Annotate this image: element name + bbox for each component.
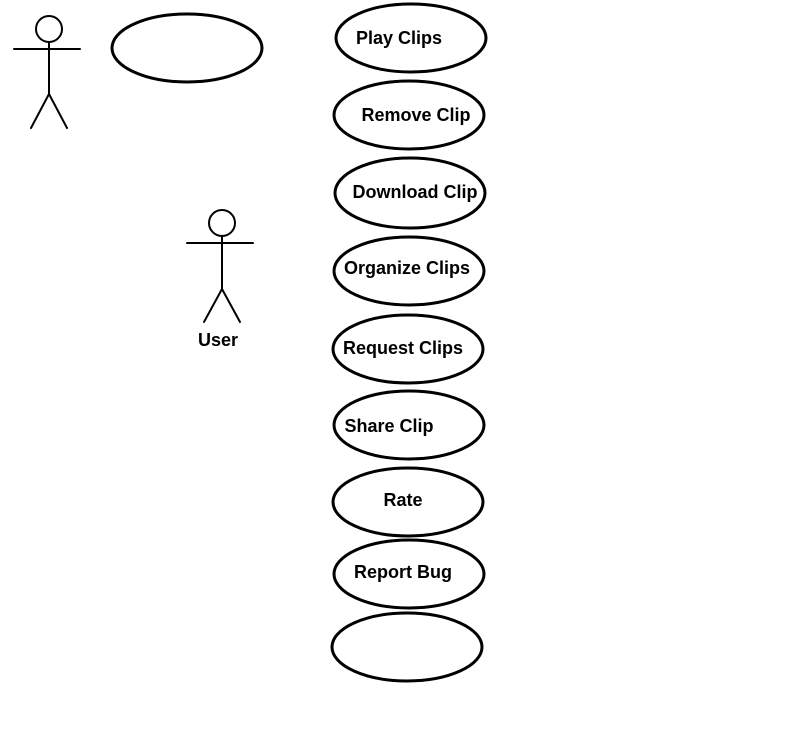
use-case-label: Request Clips: [343, 338, 463, 358]
actor-right-leg: [221, 288, 241, 323]
use-case-ellipse[interactable]: [333, 156, 487, 230]
use-case-label: Organize Clips: [344, 258, 470, 278]
actor-left-leg: [30, 93, 50, 129]
use-case-label: Share Clip: [344, 416, 433, 436]
use-case-ellipse[interactable]: [332, 389, 486, 461]
actor-figure-unlabeled: [13, 15, 81, 129]
use-case-remove-clip[interactable]: Remove Clip: [332, 79, 486, 151]
use-case-label: Download Clip: [353, 182, 478, 202]
use-case-ellipse[interactable]: [332, 79, 486, 151]
actor-label-user: User: [198, 330, 238, 350]
actor-right-leg: [48, 93, 68, 129]
use-case-label: Remove Clip: [361, 105, 470, 125]
use-case-ellipse[interactable]: [110, 12, 264, 84]
use-case-ellipse[interactable]: [332, 538, 486, 610]
use-case-request-clips[interactable]: Request Clips: [331, 313, 485, 385]
actor-left-leg: [203, 288, 223, 323]
use-case-download-clip[interactable]: Download Clip: [333, 156, 487, 230]
use-case-report-bug[interactable]: Report Bug: [332, 538, 486, 610]
use-case-ellipse[interactable]: [330, 611, 484, 683]
use-case-ellipse[interactable]: [332, 235, 486, 307]
use-case-ellipse[interactable]: [331, 313, 485, 385]
use-case-label: Rate: [383, 490, 422, 510]
use-case-ellipse[interactable]: [334, 2, 488, 74]
use-case-ellipse[interactable]: [331, 466, 485, 538]
actor-figure-user: User: [186, 209, 254, 350]
use-case-rate[interactable]: Rate: [331, 466, 485, 538]
use-case-unlabeled-bottom[interactable]: [330, 611, 484, 683]
use-case-label: Play Clips: [356, 28, 442, 48]
use-case-label: Report Bug: [354, 562, 452, 582]
use-case-share-clip[interactable]: Share Clip: [332, 389, 486, 461]
use-case-organize-clips[interactable]: Organize Clips: [332, 235, 486, 307]
use-case-play-clips[interactable]: Play Clips: [334, 2, 488, 74]
use-case-unlabeled-top[interactable]: [110, 12, 264, 84]
actor-head: [35, 15, 63, 43]
actor-head: [208, 209, 236, 237]
